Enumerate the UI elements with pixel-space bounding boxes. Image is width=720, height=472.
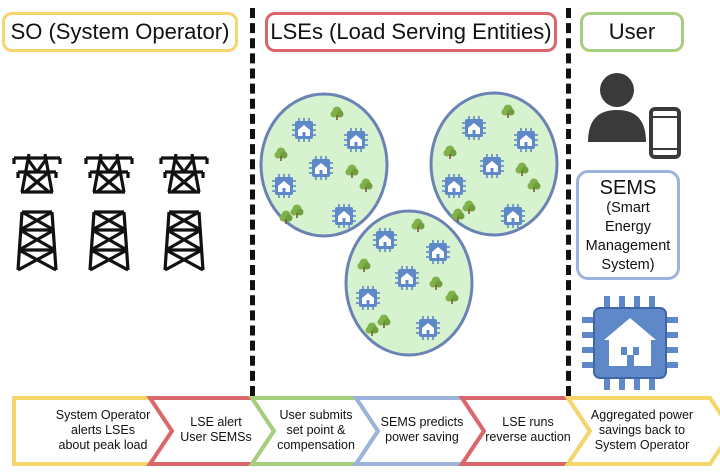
lse-cluster-right <box>429 91 559 237</box>
step-4-text: SEMS predicts power saving <box>372 396 472 464</box>
transmission-tower-icon <box>12 152 62 272</box>
step-line: LSE runs <box>502 415 554 429</box>
step-line: about peak load <box>58 437 148 452</box>
sems-subtitle-line: Management <box>585 238 671 254</box>
step-2-text: LSE alert User SEMSs <box>166 396 266 464</box>
sems-description-box: SEMS (Smart Energy Management System) <box>576 170 680 280</box>
step-1-text: System Operator alerts LSEs about peak l… <box>40 396 166 464</box>
sems-subtitle-line: (Smart <box>606 200 650 216</box>
smartphone-icon <box>649 107 681 159</box>
step-line: set point & <box>286 422 346 437</box>
step-line: User SEMSs <box>180 430 252 444</box>
step-line: User submits <box>279 407 353 422</box>
step-line: savings back to <box>598 422 686 437</box>
step-line: power saving <box>385 430 459 444</box>
so-header: SO (System Operator) <box>2 12 238 52</box>
chip-house-icon <box>582 296 678 390</box>
lse-header-label: LSEs (Load Serving Entities) <box>270 19 552 44</box>
user-header: User <box>580 12 684 52</box>
sems-subtitle-line: Energy <box>605 219 651 235</box>
step-line: System Operator <box>55 407 151 422</box>
step-6-text: Aggregated power savings back to System … <box>580 396 704 464</box>
step-3-text: User submits set point & compensation <box>266 396 366 464</box>
step-5-text: LSE runs reverse auction <box>476 396 580 464</box>
divider-lse-user <box>566 8 571 396</box>
transmission-tower-icon <box>159 152 209 272</box>
step-line: compensation <box>277 437 355 452</box>
divider-so-lse <box>250 8 255 396</box>
sems-title: SEMS <box>599 177 657 199</box>
step-line: Aggregated power <box>590 407 694 422</box>
step-line: SEMS predicts <box>380 415 464 429</box>
sems-subtitle-line: System) <box>601 257 655 273</box>
step-line: LSE alert <box>190 415 242 429</box>
step-6-arrow <box>564 396 720 466</box>
so-header-label: SO (System Operator) <box>10 19 230 44</box>
lse-cluster-bottom <box>344 209 474 357</box>
step-line: System Operator <box>594 437 690 452</box>
lse-header: LSEs (Load Serving Entities) <box>265 12 557 52</box>
transmission-tower-icon <box>84 152 134 272</box>
step-line: reverse auction <box>485 430 571 444</box>
process-steps <box>12 396 720 466</box>
lse-cluster-left <box>259 92 389 238</box>
step-line: alerts LSEs <box>71 422 135 437</box>
person-icon <box>588 73 646 142</box>
user-header-label: User <box>608 19 656 44</box>
